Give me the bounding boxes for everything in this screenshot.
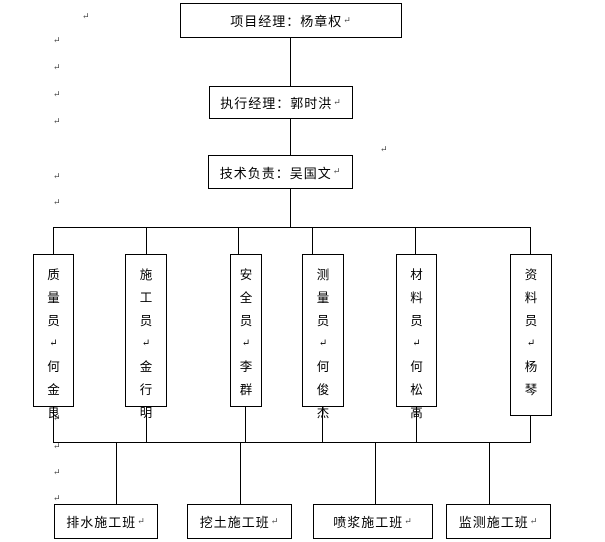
material-char: 何 <box>410 359 423 374</box>
earthwork-team-text: 挖土施工班 <box>199 516 270 531</box>
survey-char: 员 <box>316 313 330 328</box>
material-char: ↵ <box>412 338 421 349</box>
material-char: 松 <box>410 382 423 397</box>
survey-char: 俊 <box>316 382 330 397</box>
paragraph-mark: ↵ <box>53 442 61 452</box>
quality-char: 金 <box>47 382 60 397</box>
construction-char: 行 <box>139 382 153 397</box>
earthwork-team-box: 挖土施工班↵ <box>187 504 292 539</box>
project-manager-text: 项目经理：杨章权 <box>230 15 343 30</box>
drop-survey <box>312 227 314 254</box>
return-mark: ↵ <box>332 167 342 177</box>
document-char: 料 <box>524 290 538 305</box>
drop-quality <box>53 227 55 254</box>
construction-char: 金 <box>139 359 153 374</box>
safety-char: ↵ <box>241 338 251 349</box>
construction-char: 员 <box>139 313 153 328</box>
quality-char: 量 <box>47 290 60 305</box>
monitoring-team-text: 监测施工班 <box>458 516 529 531</box>
document-char: 资 <box>524 267 538 282</box>
rise-construction <box>146 406 148 443</box>
safety-officer-box: 安 全 员 ↵ 李 群 <box>230 254 262 407</box>
material-char: 高 <box>410 405 423 420</box>
surveyor-box: 测 量 员 ↵ 何 俊 杰 <box>302 254 344 420</box>
material-char: 材 <box>410 267 423 282</box>
document-char: 琴 <box>524 382 538 397</box>
construction-char: 工 <box>139 290 153 305</box>
paragraph-mark: ↵ <box>53 63 61 73</box>
return-mark: ↵ <box>529 516 539 527</box>
technical-lead-text: 技术负责：吴国文 <box>219 166 332 182</box>
drainage-team-text: 排水施工班 <box>66 516 137 531</box>
construction-char: 施 <box>139 267 153 282</box>
survey-char: 量 <box>316 290 330 305</box>
connector-tech-bus <box>290 189 292 227</box>
paragraph-mark: ↵ <box>53 36 61 46</box>
staff-bottom-bus <box>53 442 531 444</box>
return-mark: ↵ <box>270 516 280 527</box>
survey-char: 何 <box>316 359 330 374</box>
drop-document <box>530 227 532 254</box>
construction-char: 明 <box>139 405 153 420</box>
paragraph-mark: ↵ <box>53 198 61 208</box>
rise-document <box>530 415 532 443</box>
paragraph-mark: ↵ <box>53 468 61 478</box>
survey-char: 杰 <box>316 405 330 420</box>
drop-team-earthwork <box>240 442 242 504</box>
executive-manager-text: 执行经理：郭时洪 <box>220 97 333 112</box>
quality-char: 员 <box>47 313 60 328</box>
construction-staff-box: 施 工 员 ↵ 金 行 明 <box>125 254 167 420</box>
paragraph-mark: ↵ <box>380 145 388 155</box>
connector-exec-tech <box>290 118 292 155</box>
return-mark: ↵ <box>333 97 342 108</box>
material-officer-box: 材 料 员 ↵ 何 松 高 <box>396 254 437 420</box>
document-char: 杨 <box>524 359 538 374</box>
quality-char: ↵ <box>49 338 58 349</box>
document-char: 员 <box>524 313 538 328</box>
paragraph-mark: ↵ <box>53 117 61 127</box>
executive-manager-box: 执行经理：郭时洪↵ <box>209 86 353 119</box>
document-char: ↵ <box>526 338 536 349</box>
drop-construction <box>146 227 148 254</box>
connector-pm-exec <box>290 37 292 86</box>
rise-material <box>416 406 418 443</box>
quality-char: 质 <box>47 267 60 282</box>
paragraph-mark: ↵ <box>53 172 61 182</box>
rise-safety <box>245 406 247 443</box>
staff-top-bus <box>53 227 531 229</box>
drop-safety <box>238 227 240 254</box>
paragraph-mark: ↵ <box>82 12 90 22</box>
project-manager-box: 项目经理：杨章权↵ <box>180 3 402 38</box>
safety-char: 全 <box>239 290 253 305</box>
survey-char: ↵ <box>318 338 328 349</box>
paragraph-mark: ↵ <box>53 494 61 504</box>
document-officer-box: 资 料 员 ↵ 杨 琴 <box>510 254 552 416</box>
construction-char: ↵ <box>141 338 151 349</box>
drop-team-drainage <box>116 442 118 504</box>
return-mark: ↵ <box>343 15 352 26</box>
monitoring-team-box: 监测施工班↵ <box>446 504 551 539</box>
paragraph-mark: ↵ <box>53 414 61 424</box>
survey-char: 测 <box>316 267 330 282</box>
drainage-team-box: 排水施工班↵ <box>54 504 158 539</box>
drop-team-monitoring <box>489 442 491 504</box>
grouting-team-box: 喷浆施工班↵ <box>313 504 433 539</box>
paragraph-mark: ↵ <box>53 90 61 100</box>
safety-char: 群 <box>239 382 253 397</box>
quality-char: 良 <box>47 405 60 420</box>
material-char: 料 <box>410 290 423 305</box>
return-mark: ↵ <box>404 516 413 527</box>
drop-team-grouting <box>375 442 377 504</box>
quality-inspector-box: 质 量 员 ↵ 何 金 良 <box>33 254 74 420</box>
quality-char: 何 <box>47 359 60 374</box>
material-char: 员 <box>410 313 423 328</box>
grouting-team-text: 喷浆施工班 <box>333 516 404 531</box>
safety-char: 员 <box>239 313 253 328</box>
safety-char: 李 <box>239 359 253 374</box>
return-mark: ↵ <box>137 516 146 527</box>
drop-material <box>415 227 417 254</box>
technical-lead-box: 技术负责：吴国文↵ <box>208 155 353 189</box>
rise-survey <box>322 406 324 443</box>
safety-char: 安 <box>239 267 253 282</box>
